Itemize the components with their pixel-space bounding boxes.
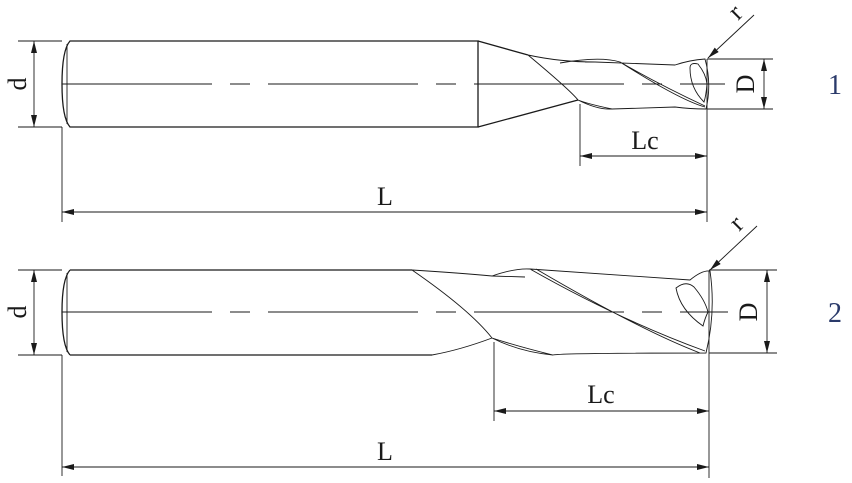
label-r-1: r xyxy=(722,0,749,25)
label-r-2: r xyxy=(723,209,750,236)
end-mill-1: d L Lc D r 1 xyxy=(3,0,842,222)
end-mill-2: d L Lc D r 2 xyxy=(3,209,842,478)
label-D-1: D xyxy=(731,75,760,94)
label-L-1: L xyxy=(377,182,393,211)
flutes-2 xyxy=(411,268,713,356)
figure-number-1: 1 xyxy=(828,70,842,101)
figure-number-2: 2 xyxy=(828,298,842,329)
label-L-2: L xyxy=(377,437,393,466)
label-Lc-1: Lc xyxy=(631,126,658,155)
label-Lc-2: Lc xyxy=(587,380,614,409)
flutes-1 xyxy=(527,54,710,110)
shank-1 xyxy=(61,40,479,128)
neck-1 xyxy=(477,40,579,128)
label-d-1: d xyxy=(3,78,32,91)
label-d-2: d xyxy=(3,306,32,319)
label-D-2: D xyxy=(734,303,763,322)
